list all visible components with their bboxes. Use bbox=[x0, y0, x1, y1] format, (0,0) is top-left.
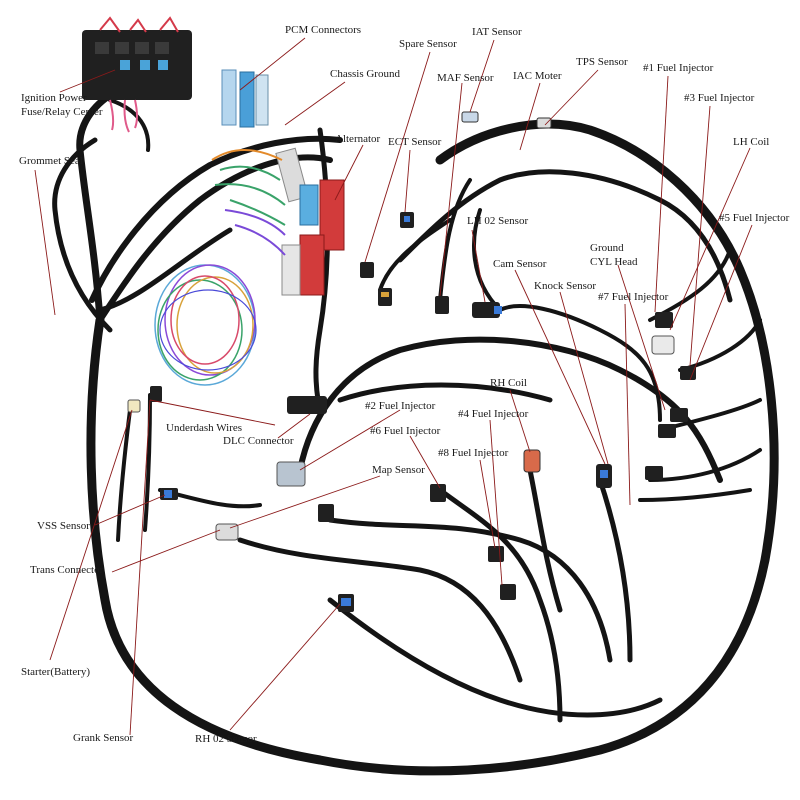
label-dlc-connector: DLC Connector bbox=[223, 435, 294, 447]
label-cyl-head: CYL Head bbox=[590, 256, 638, 268]
label-map-sensor: Map Sensor bbox=[372, 464, 425, 476]
label-fuel-injector-4: #4 Fuel Injector bbox=[458, 408, 529, 420]
main-harness-loop bbox=[52, 91, 779, 776]
label-pcm-connectors: PCM Connectors bbox=[285, 24, 361, 36]
label-knock-sensor: Knock Sensor bbox=[534, 280, 596, 292]
label-trans-connector: Trans Connector bbox=[30, 564, 104, 576]
label-fuel-injector-5: #5 Fuel Injector bbox=[719, 212, 790, 224]
label-fuel-injector-2: #2 Fuel Injector bbox=[365, 400, 436, 412]
sensor-connectors bbox=[127, 111, 696, 612]
leader-lines bbox=[34, 37, 753, 736]
label-fuel-injector-7: #7 Fuel Injector bbox=[598, 291, 669, 303]
label-grommet-seal: Grommet Seal bbox=[19, 155, 83, 167]
label-alternator: Alternator bbox=[335, 133, 381, 145]
label-lh-coil: LH Coil bbox=[733, 136, 769, 148]
label-fuel-injector-3: #3 Fuel Injector bbox=[684, 92, 755, 104]
label-crank-sensor: Grank Sensor bbox=[73, 732, 134, 744]
label-rh-coil: RH Coil bbox=[490, 377, 527, 389]
labels: Ignition Power Fuse/Relay Center Grommet… bbox=[19, 24, 790, 745]
label-iac-motor: IAC Moter bbox=[513, 70, 562, 82]
label-spare-sensor: Spare Sensor bbox=[399, 38, 457, 50]
label-fuel-injector-1: #1 Fuel Injector bbox=[643, 62, 714, 74]
label-fuel-injector-8: #8 Fuel Injector bbox=[438, 447, 509, 459]
label-fuel-injector-6: #6 Fuel Injector bbox=[370, 425, 441, 437]
label-fuse-relay-center: Fuse/Relay Center bbox=[21, 106, 103, 118]
inner-harness-branches bbox=[108, 98, 762, 723]
underdash-wires-icon bbox=[154, 264, 257, 386]
label-ect-sensor: ECT Sensor bbox=[388, 136, 442, 148]
label-maf-sensor: MAF Sensor bbox=[437, 72, 494, 84]
label-vss-sensor: VSS Sensor bbox=[37, 520, 90, 532]
label-cam-sensor: Cam Sensor bbox=[493, 258, 547, 270]
label-rh-o2-sensor: RH 02 Sensor bbox=[195, 733, 257, 745]
label-ground: Ground bbox=[590, 242, 624, 254]
label-starter-battery: Starter(Battery) bbox=[21, 666, 90, 678]
label-underdash-wires: Underdash Wires bbox=[166, 422, 242, 434]
fuse-relay-center-icon bbox=[82, 16, 192, 133]
label-iat-sensor: IAT Sensor bbox=[472, 26, 522, 38]
label-tps-sensor: TPS Sensor bbox=[576, 56, 628, 68]
label-lh-o2-sensor: LH 02 Sensor bbox=[467, 215, 528, 227]
pcm-connectors-icon bbox=[211, 69, 345, 296]
label-ignition-power: Ignition Power bbox=[21, 92, 87, 104]
label-chassis-ground: Chassis Ground bbox=[330, 68, 400, 80]
